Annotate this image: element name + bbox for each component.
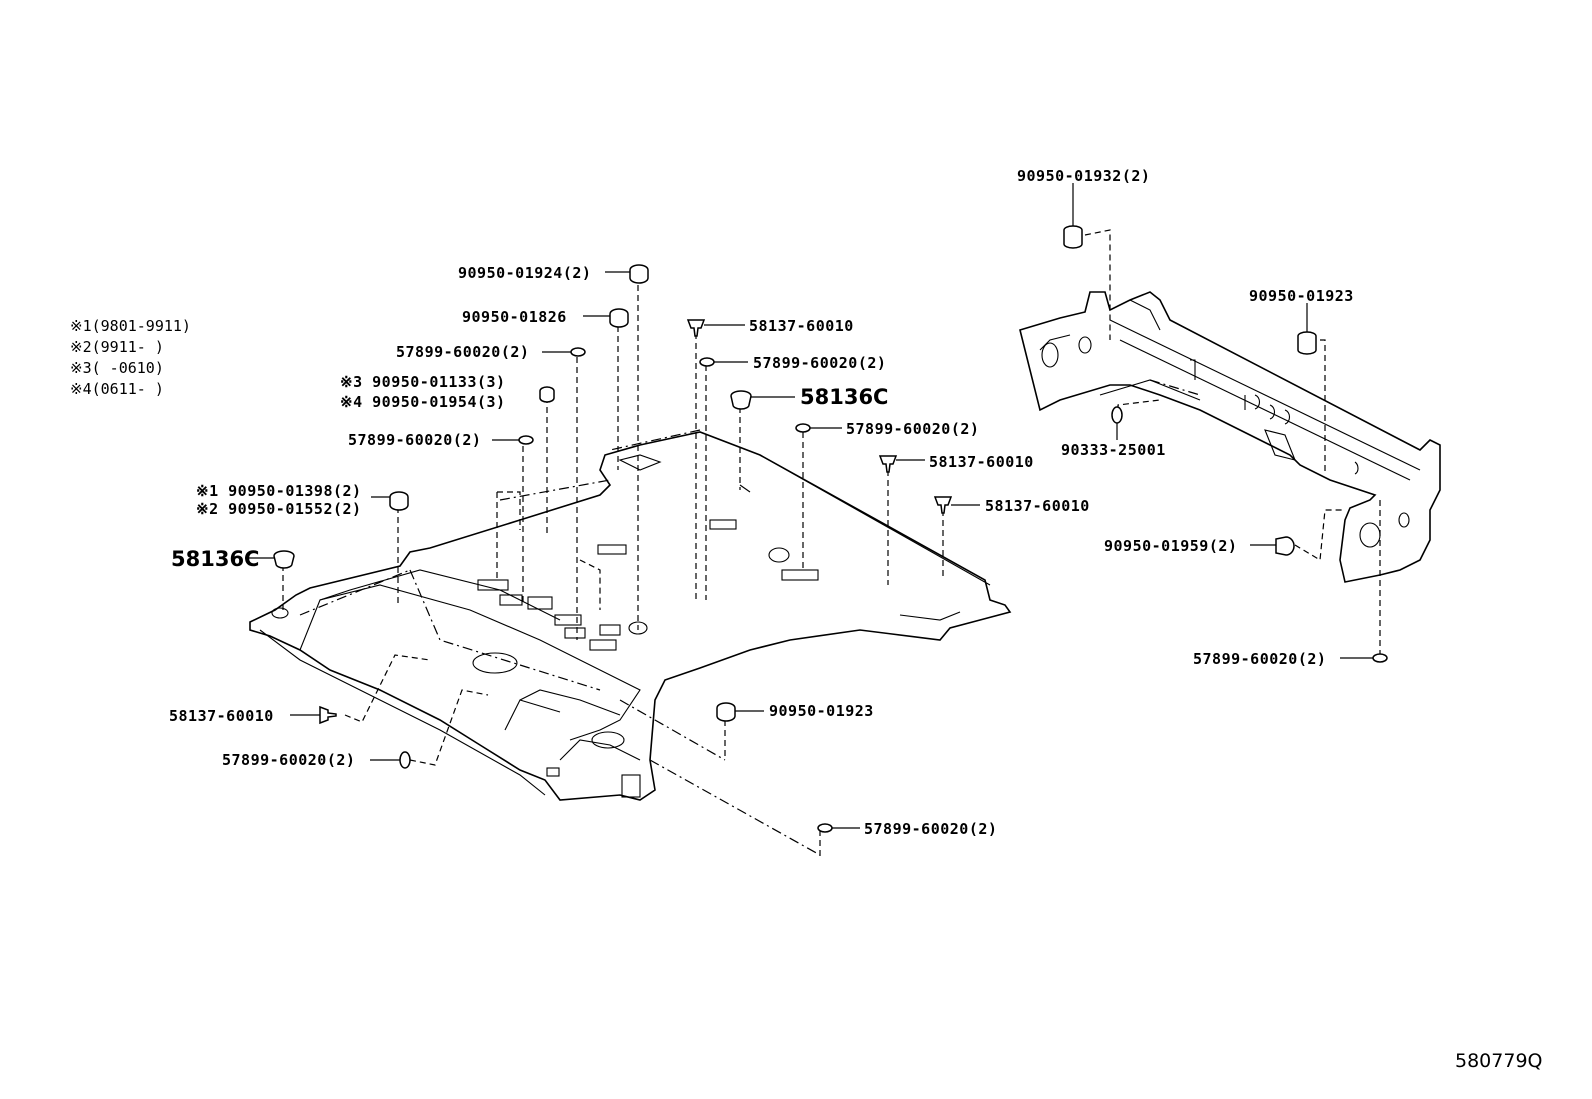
label-90950-01954[interactable]: ※4 90950-01954(3) xyxy=(340,393,506,411)
clip-58137-icon xyxy=(686,319,706,337)
plug-90950-01932-icon xyxy=(1063,225,1083,249)
sealer-57899-icon xyxy=(817,823,833,833)
label-90950-01133[interactable]: ※3 90950-01133(3) xyxy=(340,373,506,391)
label-90333-25001[interactable]: 90333-25001 xyxy=(1061,441,1166,459)
floor-under-cover-main xyxy=(249,431,1012,801)
label-57899-60020-b[interactable]: 57899-60020(2) xyxy=(348,431,481,449)
label-90950-01932[interactable]: 90950-01932(2) xyxy=(1017,167,1150,185)
plug-90950-01923-icon xyxy=(1297,331,1317,355)
sealer-57899-icon xyxy=(570,347,586,357)
label-58137-60010-left[interactable]: 58137-60010 xyxy=(169,707,274,725)
legend-line-3: ※3( -0610) xyxy=(70,359,164,377)
plug-90333-icon xyxy=(1111,406,1123,424)
plug-90950-01133-icon xyxy=(539,386,555,403)
label-90950-01923-bottom[interactable]: 90950-01923 xyxy=(769,702,874,720)
sealer-57899-icon xyxy=(795,423,811,433)
plug-90950-01924-icon xyxy=(629,264,649,284)
label-90950-01398[interactable]: ※1 90950-01398(2) xyxy=(196,482,362,500)
label-58136c-mid[interactable]: 58136C xyxy=(800,385,888,409)
clip-58136c-icon xyxy=(730,390,752,410)
plug-90950-01923-icon xyxy=(716,702,736,722)
label-90950-01924[interactable]: 90950-01924(2) xyxy=(458,264,591,282)
label-57899-60020-a[interactable]: 57899-60020(2) xyxy=(396,343,529,361)
clip-58136c-icon xyxy=(273,550,295,569)
clip-58137-icon xyxy=(878,455,898,473)
label-57899-60020-d[interactable]: 57899-60020(2) xyxy=(846,420,979,438)
legend-line-4: ※4(0611- ) xyxy=(70,380,164,398)
label-57899-60020-e[interactable]: 57899-60020(2) xyxy=(222,751,355,769)
plug-90950-01826-icon xyxy=(609,308,629,328)
label-58136c-left[interactable]: 58136C xyxy=(171,547,259,571)
label-58137-60010-mid1[interactable]: 58137-60010 xyxy=(929,453,1034,471)
part-number-labels: 90950-01924(2) 90950-01826 57899-60020(2… xyxy=(169,167,1354,838)
legend-line-2: ※2(9911- ) xyxy=(70,338,164,356)
label-57899-60020-c[interactable]: 57899-60020(2) xyxy=(753,354,886,372)
plug-90950-01398-icon xyxy=(389,491,409,511)
label-58137-60010-top[interactable]: 58137-60010 xyxy=(749,317,854,335)
label-90950-01552[interactable]: ※2 90950-01552(2) xyxy=(196,500,362,518)
label-90950-01923-right[interactable]: 90950-01923 xyxy=(1249,287,1354,305)
sealer-57899-icon xyxy=(399,751,411,769)
diagram-reference-code: 580779Q xyxy=(1455,1050,1543,1072)
sealer-57899-icon xyxy=(1372,653,1388,663)
model-year-legend: ※1(9801-9911) ※2(9911- ) ※3( -0610) ※4(0… xyxy=(70,317,191,398)
label-leaders xyxy=(245,183,1373,829)
sealer-57899-icon xyxy=(699,357,715,367)
label-90950-01826[interactable]: 90950-01826 xyxy=(462,308,567,326)
clip-58137-icon xyxy=(933,496,953,514)
legend-line-1: ※1(9801-9911) xyxy=(70,317,191,335)
label-57899-60020-f[interactable]: 57899-60020(2) xyxy=(864,820,997,838)
sealer-57899-icon xyxy=(518,435,534,445)
fastener-symbols xyxy=(273,225,1388,833)
label-58137-60010-mid2[interactable]: 58137-60010 xyxy=(985,497,1090,515)
label-90950-01959[interactable]: 90950-01959(2) xyxy=(1104,537,1237,555)
clip-58137-icon xyxy=(319,705,337,725)
plug-90950-01959-icon xyxy=(1275,536,1295,556)
label-57899-60020-g[interactable]: 57899-60020(2) xyxy=(1193,650,1326,668)
